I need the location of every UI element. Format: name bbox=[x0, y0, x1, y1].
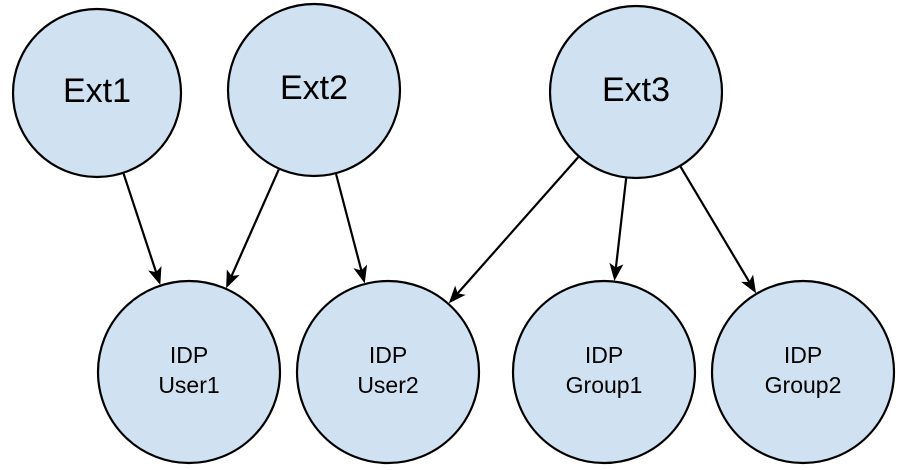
node-circle-ext3[interactable] bbox=[548, 4, 724, 180]
node-ext3[interactable]: Ext3 bbox=[548, 4, 724, 180]
arrowhead-icon bbox=[148, 266, 162, 285]
node-label-user2-line2: User2 bbox=[357, 372, 418, 398]
arrowhead-icon bbox=[609, 262, 624, 281]
node-group1[interactable]: IDP Group1 bbox=[511, 279, 697, 465]
node-circle-ext2[interactable] bbox=[226, 2, 402, 178]
arrowhead-icon bbox=[741, 274, 757, 294]
node-label-ext1: Ext1 bbox=[63, 72, 131, 110]
edge-line bbox=[614, 178, 628, 268]
edge-line bbox=[335, 173, 363, 271]
node-label-user1-line1: IDP bbox=[170, 342, 208, 368]
edge-line bbox=[230, 169, 280, 277]
edge-layer bbox=[122, 156, 757, 304]
node-circle-user2[interactable] bbox=[295, 279, 481, 465]
node-user1[interactable]: IDP User1 bbox=[96, 279, 282, 465]
edge-ext3-group1 bbox=[609, 178, 628, 281]
edge-ext2-user2 bbox=[335, 173, 368, 284]
node-label-user1-line2: User1 bbox=[158, 372, 219, 398]
node-label-ext2: Ext2 bbox=[280, 69, 348, 107]
node-group2[interactable]: IDP Group2 bbox=[710, 279, 896, 465]
edge-ext1-user1 bbox=[122, 173, 162, 285]
node-circle-user1[interactable] bbox=[96, 279, 282, 465]
arrowhead-icon bbox=[353, 264, 368, 284]
node-label-user2-line1: IDP bbox=[369, 342, 407, 368]
arrowhead-icon bbox=[448, 285, 466, 304]
arrowhead-icon bbox=[226, 269, 240, 289]
node-label-group1-line2: Group1 bbox=[566, 372, 643, 398]
node-label-group2-line1: IDP bbox=[784, 342, 822, 368]
node-ext2[interactable]: Ext2 bbox=[226, 2, 402, 178]
edge-line bbox=[456, 156, 580, 295]
edge-ext3-group2 bbox=[679, 166, 757, 294]
edge-line bbox=[122, 173, 158, 273]
edge-ext2-user1 bbox=[226, 169, 280, 289]
node-circle-group2[interactable] bbox=[710, 279, 896, 465]
node-label-group1-line1: IDP bbox=[585, 342, 623, 368]
node-ext1[interactable]: Ext1 bbox=[11, 7, 183, 179]
edge-ext3-user2 bbox=[448, 156, 580, 304]
node-label-ext3: Ext3 bbox=[602, 71, 670, 109]
node-user2[interactable]: IDP User2 bbox=[295, 279, 481, 465]
edge-line bbox=[679, 166, 751, 283]
node-circle-ext1[interactable] bbox=[11, 7, 183, 179]
node-circle-group1[interactable] bbox=[511, 279, 697, 465]
node-label-group2-line2: Group2 bbox=[765, 372, 842, 398]
